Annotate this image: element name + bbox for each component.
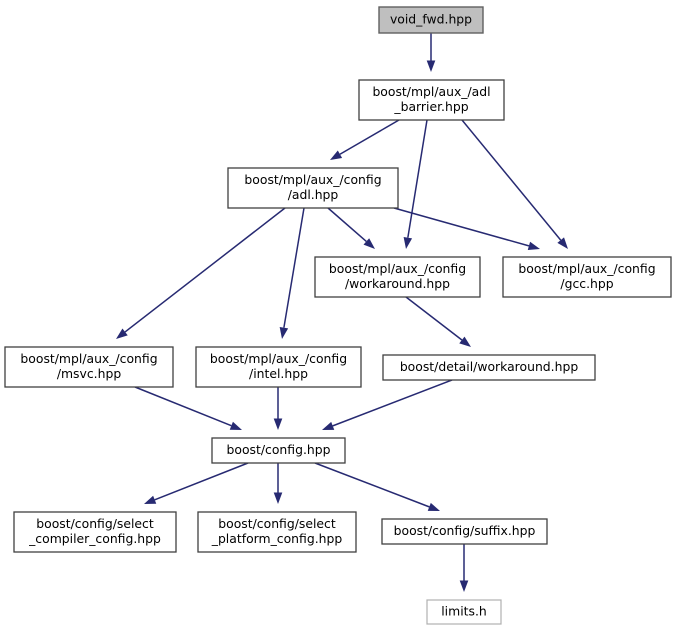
graph-node-limits_h[interactable]: limits.hlimits.h: [426, 599, 502, 625]
graph-edge: config_suffix → limits_h: [459, 544, 469, 592]
edge-arrowhead-icon: [527, 241, 540, 251]
node-box[interactable]: [13, 511, 177, 553]
graph-node-config_workaround[interactable]: boost/mpl/aux_/config/workaround.hppboos…: [314, 256, 481, 298]
graph-edge: config_msvc → boost_config: [134, 386, 242, 430]
edge-line: [154, 462, 249, 501]
graph-node-void_fwd[interactable]: void_fwd.hppvoid_fwd.hpp: [378, 6, 484, 34]
node-box[interactable]: [358, 79, 505, 121]
graph-edge: adl_barrier → config_workaround: [403, 119, 428, 249]
edge-line: [405, 296, 463, 341]
graph-node-detail_workaround[interactable]: boost/detail/workaround.hppboost/detail/…: [382, 354, 596, 381]
graph-node-config_intel[interactable]: boost/mpl/aux_/config/intel.hppboost/mpl…: [195, 346, 362, 388]
graph-edge: config_adl → config_gcc: [393, 207, 540, 251]
node-box[interactable]: [211, 437, 346, 464]
graph-edge: config_adl → config_intel: [279, 207, 305, 339]
edge-arrowhead-icon: [322, 421, 335, 430]
graph-node-config_msvc[interactable]: boost/mpl/aux_/config/msvc.hppboost/mpl/…: [4, 346, 174, 388]
graph-node-select_compiler[interactable]: boost/config/select_compiler_config.hppb…: [13, 511, 177, 553]
edge-line: [407, 119, 428, 238]
edge-line: [134, 386, 232, 427]
edge-arrowhead-icon: [116, 328, 128, 339]
edge-line: [393, 207, 530, 247]
edge-arrowhead-icon: [330, 150, 343, 160]
node-box[interactable]: [502, 256, 672, 298]
graph-edge: void_fwd → adl_barrier: [426, 33, 436, 72]
node-box[interactable]: [378, 6, 484, 34]
edge-arrowhead-icon: [403, 236, 413, 249]
node-box[interactable]: [426, 599, 502, 625]
graph-edge: config_workaround → detail_workaround: [405, 296, 471, 347]
node-box[interactable]: [195, 346, 362, 388]
graph-edge: config_adl → config_workaround: [327, 207, 375, 249]
edge-arrowhead-icon: [229, 421, 242, 430]
node-box[interactable]: [4, 346, 174, 388]
graph-edge: adl_barrier → config_gcc: [461, 119, 568, 249]
edge-line: [461, 119, 562, 241]
graph-edge: boost_config → config_suffix: [314, 462, 440, 511]
edge-arrowhead-icon: [459, 336, 471, 347]
graph-node-adl_barrier[interactable]: boost/mpl/aux_/adl_barrier.hppboost/mpl/…: [358, 79, 505, 121]
node-box[interactable]: [381, 518, 548, 545]
edge-arrowhead-icon: [363, 238, 375, 249]
edge-line: [314, 462, 430, 508]
node-box[interactable]: [197, 511, 357, 553]
graph-edges: void_fwd → adl_barrier adl_barrier → conf…: [116, 33, 568, 592]
edge-line: [332, 379, 453, 427]
edge-line: [327, 207, 367, 243]
edge-arrowhead-icon: [426, 60, 436, 72]
graph-edge: config_intel → boost_config: [273, 387, 283, 430]
edge-arrowhead-icon: [279, 326, 289, 339]
graph-node-select_platform[interactable]: boost/config/select_platform_config.hppb…: [197, 511, 357, 553]
graph-nodes: void_fwd.hppvoid_fwd.hpp boost/mpl/aux_/a…: [4, 6, 672, 625]
edge-arrowhead-icon: [557, 237, 568, 249]
edge-line: [283, 207, 305, 328]
graph-edge: adl_barrier → config_adl: [330, 119, 400, 160]
node-box[interactable]: [227, 167, 399, 209]
graph-edge: config_adl → config_msvc: [116, 207, 286, 339]
edge-arrowhead-icon: [273, 492, 283, 504]
edge-line: [124, 207, 286, 333]
node-box[interactable]: [314, 256, 481, 298]
graph-edge: boost_config → select_platform: [273, 463, 283, 504]
edge-arrowhead-icon: [273, 418, 283, 430]
graph-node-config_suffix[interactable]: boost/config/suffix.hppboost/config/suff…: [381, 518, 548, 545]
graph-edge: boost_config → select_compiler: [144, 462, 249, 504]
node-box[interactable]: [382, 354, 596, 381]
edge-arrowhead-icon: [144, 495, 157, 504]
edge-line: [339, 119, 400, 155]
graph-edge: detail_workaround → boost_config: [322, 379, 453, 430]
graph-node-config_adl[interactable]: boost/mpl/aux_/config/adl.hppboost/mpl/a…: [227, 167, 399, 209]
edge-arrowhead-icon: [427, 502, 440, 511]
graph-node-config_gcc[interactable]: boost/mpl/aux_/config/gcc.hppboost/mpl/a…: [502, 256, 672, 298]
edge-arrowhead-icon: [459, 580, 469, 592]
